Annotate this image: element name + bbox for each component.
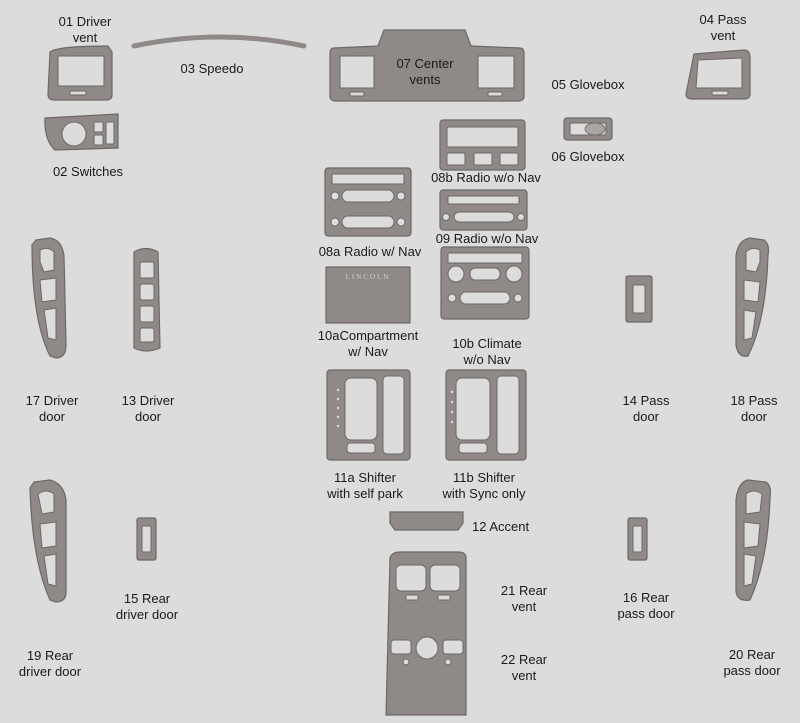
- label-line: 11a Shifter: [334, 470, 396, 485]
- label-line: w/o Nav: [463, 352, 511, 367]
- label-line: driver door: [115, 607, 179, 622]
- label-line: 02 Switches: [52, 164, 124, 179]
- brand-text-lincoln: LINCOLN: [346, 273, 391, 281]
- label-line: vent: [511, 668, 537, 683]
- label-line: 13 Driver: [121, 393, 175, 408]
- label-04-pass-vent: 04 Pass vent: [688, 12, 758, 44]
- label-line: 08a Radio w/ Nav: [318, 244, 422, 259]
- label-line: 06 Glovebox: [551, 149, 625, 164]
- label-line: door: [134, 409, 162, 424]
- label-line: 14 Pass: [622, 393, 670, 408]
- label-line: door: [632, 409, 660, 424]
- label-line: 11b Shifter: [453, 470, 515, 485]
- piece-07-center-vents: [329, 29, 525, 102]
- label-line: vent: [72, 30, 98, 45]
- label-line: with self park: [327, 486, 403, 501]
- label-10a-compartment-w-nav: 10aCompartment w/ Nav: [302, 328, 434, 360]
- label-14-pass-door: 14 Pass door: [610, 393, 682, 425]
- piece-15-rear-driver-door-switch: [136, 517, 157, 561]
- label-line: 03 Speedo: [180, 61, 244, 76]
- label-line: w/ Nav: [348, 344, 388, 359]
- piece-16-rear-pass-door-switch: [627, 517, 648, 561]
- label-02-switches: 02 Switches: [40, 164, 136, 180]
- label-08a-radio-w-nav: 08a Radio w/ Nav: [304, 244, 436, 260]
- label-line: 07 Center: [396, 56, 454, 71]
- label-18-pass-door: 18 Pass door: [716, 393, 792, 425]
- label-line: 20 Rear: [728, 647, 776, 662]
- label-line: 17 Driver: [25, 393, 79, 408]
- label-line: 19 Rear: [26, 648, 74, 663]
- piece-08b-radio-wo-nav: [439, 119, 526, 171]
- label-10b-climate-wo-nav: 10b Climate w/o Nav: [434, 336, 540, 368]
- label-line: 08b Radio w/o Nav: [431, 170, 541, 185]
- label-09-radio-wo-nav: 09 Radio w/o Nav: [420, 231, 554, 247]
- piece-06-glovebox: [563, 117, 613, 141]
- label-line: 10b Climate: [452, 336, 522, 351]
- label-19-rear-driver-door: 19 Rear driver door: [6, 648, 94, 680]
- label-line: door: [740, 409, 768, 424]
- piece-12-accent: [389, 511, 464, 531]
- piece-04-pass-vent: [685, 49, 751, 100]
- piece-11a-shifter-self-park: [326, 369, 411, 461]
- label-line: 10aCompartment: [317, 328, 419, 343]
- piece-19-rear-driver-door: [29, 479, 67, 603]
- label-16-rear-pass-door: 16 Rear pass door: [604, 590, 688, 622]
- label-07-center-vents: 07 Center vents: [380, 56, 470, 88]
- piece-10a-compartment-w-nav: LINCOLN: [325, 266, 411, 324]
- piece-08a-radio-w-nav: [324, 167, 412, 237]
- label-01-driver-vent: 01 Driver vent: [45, 14, 125, 46]
- label-03-speedo: 03 Speedo: [168, 61, 256, 77]
- piece-11b-shifter-sync-only: [445, 369, 527, 461]
- piece-20-rear-pass-door: [735, 479, 772, 601]
- label-17-driver-door: 17 Driver door: [14, 393, 90, 425]
- label-06-glovebox: 06 Glovebox: [540, 149, 636, 165]
- label-line: vents: [409, 72, 441, 87]
- label-line: 12 Accent: [472, 519, 530, 534]
- label-15-rear-driver-door: 15 Rear driver door: [104, 591, 190, 623]
- piece-14-pass-door: [625, 275, 653, 323]
- label-12-accent: 12 Accent: [472, 519, 552, 535]
- label-line: with Sync only: [442, 486, 526, 501]
- label-11b-shifter-sync-only: 11b Shifter with Sync only: [424, 470, 544, 502]
- label-08b-radio-wo-nav: 08b Radio w/o Nav: [416, 170, 556, 186]
- label-line: 04 Pass: [699, 12, 747, 27]
- label-line: 05 Glovebox: [551, 77, 625, 92]
- piece-18-pass-door: [735, 237, 770, 357]
- label-22-rear-vent: 22 Rear vent: [488, 652, 560, 684]
- piece-02-switches: [44, 113, 119, 151]
- piece-03-speedo: [131, 34, 307, 49]
- label-05-glovebox: 05 Glovebox: [540, 77, 636, 93]
- label-line: vent: [511, 599, 537, 614]
- label-line: driver door: [18, 664, 82, 679]
- piece-17-driver-door: [31, 237, 67, 359]
- label-line: pass door: [617, 606, 675, 621]
- piece-13-driver-door-switches: [133, 247, 161, 352]
- label-21-rear-vent: 21 Rear vent: [488, 583, 560, 615]
- label-line: 18 Pass: [730, 393, 778, 408]
- label-line: 15 Rear: [123, 591, 171, 606]
- label-line: 21 Rear: [500, 583, 548, 598]
- label-11a-shifter-self-park: 11a Shifter with self park: [300, 470, 430, 502]
- piece-09-radio-wo-nav: [439, 189, 528, 231]
- label-line: vent: [710, 28, 736, 43]
- piece-10b-climate-wo-nav: [440, 246, 530, 320]
- label-line: 09 Radio w/o Nav: [435, 231, 539, 246]
- piece-01-driver-vent: [47, 45, 113, 101]
- label-line: 22 Rear: [500, 652, 548, 667]
- label-line: door: [38, 409, 66, 424]
- label-20-rear-pass-door: 20 Rear pass door: [710, 647, 794, 679]
- piece-21-22-rear-vent-console: [385, 551, 467, 716]
- label-line: 16 Rear: [622, 590, 670, 605]
- label-line: 01 Driver: [58, 14, 112, 29]
- label-13-driver-door: 13 Driver door: [110, 393, 186, 425]
- label-line: pass door: [723, 663, 781, 678]
